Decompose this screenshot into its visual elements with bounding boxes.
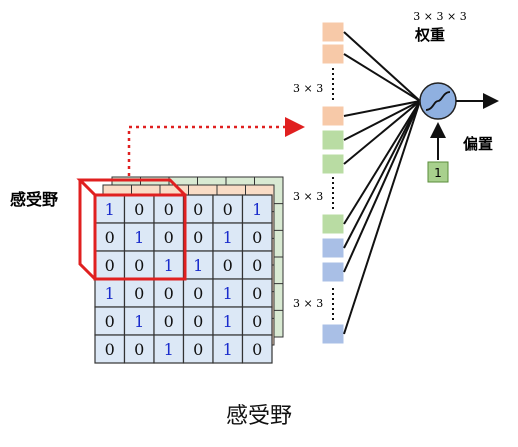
matrix-cell-value: 0 (164, 284, 174, 303)
figure-caption: 感受野 (225, 404, 292, 429)
matrix-cell (182, 334, 214, 364)
matrix-cell-value: 0 (193, 200, 203, 219)
matrix-cell-value: 0 (134, 256, 144, 275)
matrix-cell (212, 222, 244, 252)
group-label: 3 × 3 (293, 82, 323, 95)
matrix-cell (153, 334, 185, 364)
matrix-cell (212, 306, 244, 336)
weights-label: 权重 (414, 26, 445, 44)
matrix-cell-value: 1 (134, 312, 144, 331)
matrix-cell-value: 1 (164, 340, 174, 359)
matrix-cell-value: 0 (105, 228, 115, 247)
matrix-cell-value: 0 (193, 228, 203, 247)
matrix-cell (153, 194, 185, 224)
matrix-cell (94, 334, 126, 364)
matrix-cell-value: 1 (134, 228, 144, 247)
matrix-cell-value: 0 (134, 340, 144, 359)
vector-element (321, 323, 345, 345)
weight-connections (343, 31, 421, 335)
matrix-cell-value: 0 (252, 284, 262, 303)
matrix-cell (182, 222, 214, 252)
vector-element (321, 261, 345, 283)
matrix-cell (212, 194, 244, 224)
matrix-cell-value: 1 (105, 284, 115, 303)
connection-line (343, 31, 421, 102)
matrix-cell-value: 0 (105, 312, 115, 331)
matrix-cell-value: 1 (252, 200, 262, 219)
vector-element (321, 43, 345, 65)
matrix-cell-value: 0 (105, 340, 115, 359)
receptive-field-label: 感受野 (10, 190, 58, 209)
matrix-cell (212, 250, 244, 280)
matrix-cell-value: 0 (193, 340, 203, 359)
matrix-cell-value: 0 (164, 228, 174, 247)
matrix-cell-value: 1 (223, 228, 233, 247)
matrix-cell-value: 0 (164, 200, 174, 219)
matrix-cell (94, 306, 126, 336)
connection-line (343, 100, 421, 335)
vector-element (321, 153, 345, 175)
matrix-cell (182, 278, 214, 308)
matrix-cell-value: 1 (105, 200, 115, 219)
matrix-cell-value: 0 (134, 284, 144, 303)
matrix-cell (94, 278, 126, 308)
connection-line (343, 53, 421, 102)
connection-line (343, 100, 421, 249)
bias-input (427, 161, 449, 183)
matrix-cell-value: 1 (223, 312, 233, 331)
matrix-cell-value: 0 (223, 200, 233, 219)
bias-value: 1 (434, 166, 442, 180)
matrix-cell-value: 0 (193, 312, 203, 331)
matrix-cell-value: 1 (193, 256, 203, 275)
matrix-cell (123, 334, 155, 364)
matrix-cell-value: 1 (223, 340, 233, 359)
flatten-arrow (127, 117, 305, 176)
connection-line (343, 100, 421, 141)
matrix-cell (241, 334, 273, 364)
connection-line (343, 100, 421, 117)
group-label: 3 × 3 (293, 297, 323, 310)
matrix-cell-value: 0 (223, 256, 233, 275)
vector-element (321, 21, 345, 43)
connection-line (343, 100, 421, 273)
group-label: 3 × 3 (293, 190, 323, 203)
matrix-cell-value: 0 (252, 312, 262, 331)
matrix-cell (94, 194, 126, 224)
weights-dims: 3 × 3 × 3 (413, 10, 466, 23)
matrix-cell-value: 0 (134, 200, 144, 219)
matrix-cell-value: 0 (252, 256, 262, 275)
vector-element (321, 237, 345, 259)
vector-element (321, 213, 345, 235)
neuron (419, 82, 457, 120)
matrix-cell (241, 278, 273, 308)
matrix-cell-value: 0 (252, 228, 262, 247)
bias-label: 偏置 (463, 135, 493, 153)
matrix-cell-value: 0 (105, 256, 115, 275)
flattened-vector (321, 21, 345, 345)
matrix-cell-value: 1 (164, 256, 174, 275)
vector-element (321, 129, 345, 151)
matrix-cell-value: 1 (223, 284, 233, 303)
matrix-cell (212, 278, 244, 308)
matrix-cell (153, 306, 185, 336)
connection-line (343, 100, 421, 165)
vector-element (321, 105, 345, 127)
matrix-cell-value: 0 (193, 284, 203, 303)
connection-line (343, 100, 421, 225)
matrix-cell-value: 0 (252, 340, 262, 359)
receptive-field-box (76, 178, 187, 281)
sigmoid-icon (425, 91, 451, 111)
matrix-cell-value: 0 (164, 312, 174, 331)
